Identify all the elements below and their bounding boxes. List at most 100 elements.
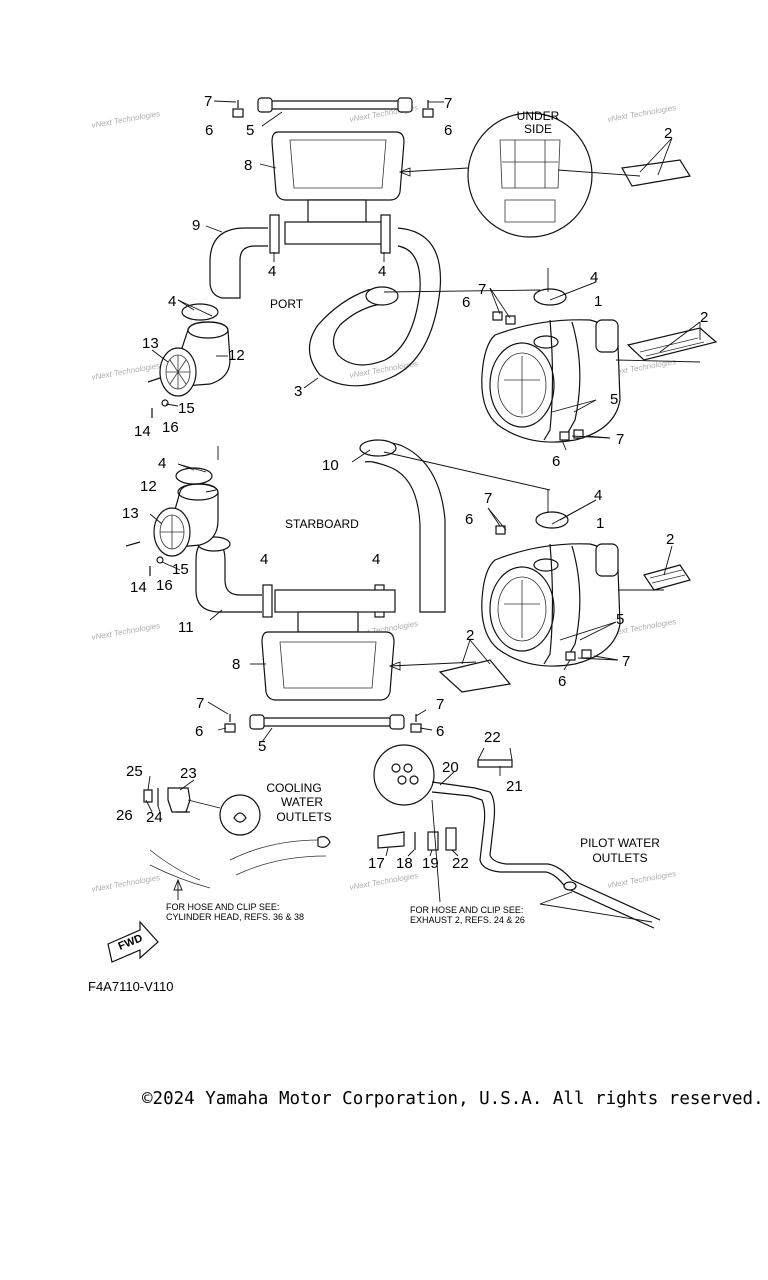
nut-part — [565, 651, 576, 661]
callout-4: 4 — [168, 293, 176, 310]
nut-part — [492, 311, 503, 321]
callout-23: 23 — [180, 765, 197, 782]
callout-6: 6 — [462, 294, 470, 311]
strap-part — [251, 717, 403, 727]
detail-circle — [373, 744, 435, 806]
under-side-label: SIDE — [524, 122, 552, 136]
watermark: vNext Technologies — [91, 109, 161, 130]
starboard-label: STARBOARD — [285, 517, 359, 531]
air-box-inlet — [595, 543, 619, 577]
fitting-23 — [167, 787, 191, 813]
callout-7: 7 — [444, 95, 452, 112]
callout-4: 4 — [378, 263, 386, 280]
filter-element — [438, 659, 512, 693]
callout-6: 6 — [205, 122, 213, 139]
diagram-code: F4A7110-V110 — [88, 979, 174, 994]
callout-22: 22 — [452, 855, 469, 872]
box-outlet — [274, 589, 396, 613]
clamp-part — [380, 214, 391, 254]
callout-25: 25 — [126, 763, 143, 780]
callout-5: 5 — [246, 122, 254, 139]
pilot-water-label: OUTLETS — [592, 851, 647, 865]
hose-note-right: EXHAUST 2, REFS. 24 & 26 — [410, 915, 525, 925]
box-outlet — [284, 221, 390, 245]
callout-5: 5 — [258, 738, 266, 755]
strap-end — [257, 97, 273, 113]
watermark: vNext Technologies — [349, 359, 419, 380]
hose-9 — [209, 227, 268, 299]
nut-part — [232, 108, 244, 118]
callout-8: 8 — [232, 656, 240, 673]
fitting-17 — [377, 831, 405, 849]
fitting-21 — [477, 759, 513, 768]
callout-15: 15 — [172, 561, 189, 578]
callout-4: 4 — [590, 269, 598, 286]
hose-11 — [195, 539, 262, 613]
callout-19: 19 — [422, 855, 439, 872]
nut-part — [505, 315, 516, 325]
callout-13: 13 — [142, 335, 159, 352]
hose-note-right: FOR HOSE AND CLIP SEE: — [410, 905, 523, 915]
callout-4: 4 — [158, 455, 166, 472]
callout-7: 7 — [622, 653, 630, 670]
cooling-label: WATER — [281, 795, 323, 809]
callout-7: 7 — [204, 93, 212, 110]
leader-lines — [145, 100, 701, 923]
callout-11: 11 — [178, 619, 194, 636]
watermark: vNext Technologies — [91, 361, 161, 382]
hose-note-left: CYLINDER HEAD, REFS. 36 & 38 — [166, 912, 304, 922]
under-side-label: UNDER — [517, 109, 560, 123]
nut-part — [422, 108, 434, 118]
nut-part — [581, 649, 592, 659]
hose-3 — [308, 227, 442, 387]
callout-8: 8 — [244, 157, 252, 174]
water-lock-box — [261, 631, 395, 701]
callout-2: 2 — [666, 531, 674, 548]
callout-4: 4 — [260, 551, 268, 568]
cooling-label: COOLING — [266, 781, 321, 795]
pilot-hose-20 — [431, 781, 661, 921]
strap-end — [397, 97, 413, 113]
callout-22: 22 — [484, 729, 501, 746]
watermark: vNext Technologies — [349, 871, 419, 892]
starboard-assembly — [125, 439, 691, 733]
callout-2: 2 — [700, 309, 708, 326]
callout-24: 24 — [146, 809, 163, 826]
under-side-detail — [467, 112, 593, 238]
strap-end — [249, 714, 265, 730]
callout-4: 4 — [268, 263, 276, 280]
callout-6: 6 — [558, 673, 566, 690]
callout-14: 14 — [130, 579, 147, 596]
callout-9: 9 — [192, 217, 200, 234]
clamp-part — [269, 214, 280, 254]
strap-part — [259, 100, 411, 110]
filter-element — [621, 159, 691, 187]
pilot-water-label: PILOT WATER — [580, 836, 660, 850]
exploded-parts-diagram: vNext Technologies vNext Technologies vN… — [88, 93, 718, 994]
fwd-arrow: FWD — [107, 920, 159, 963]
callout-6: 6 — [465, 511, 473, 528]
clamp-ring — [533, 288, 567, 306]
fitting-22 — [445, 827, 457, 851]
box-neck — [307, 199, 367, 223]
callout-numbers: 7 7 6 6 5 8 2 9 4 4 4 4 7 6 1 2 13 12 3 … — [116, 93, 708, 872]
callout-7: 7 — [616, 431, 624, 448]
callout-14: 14 — [134, 423, 151, 440]
callout-15: 15 — [178, 400, 195, 417]
fitting-25 — [143, 789, 153, 803]
text-labels: UNDER SIDE PORT STARBOARD COOLING WATER … — [88, 109, 660, 994]
nut-part — [559, 431, 570, 441]
callout-6: 6 — [195, 723, 203, 740]
nut-part — [224, 723, 236, 733]
callout-5: 5 — [610, 391, 618, 408]
cooling-assembly — [143, 744, 661, 929]
nut-part — [573, 429, 584, 439]
water-lock-box — [271, 131, 405, 201]
callout-3: 3 — [294, 383, 302, 400]
callout-6: 6 — [444, 122, 452, 139]
port-assembly — [147, 97, 718, 443]
callout-18: 18 — [396, 855, 413, 872]
callout-7: 7 — [478, 281, 486, 298]
callout-21: 21 — [506, 778, 523, 795]
watermark: vNext Technologies — [607, 869, 677, 890]
